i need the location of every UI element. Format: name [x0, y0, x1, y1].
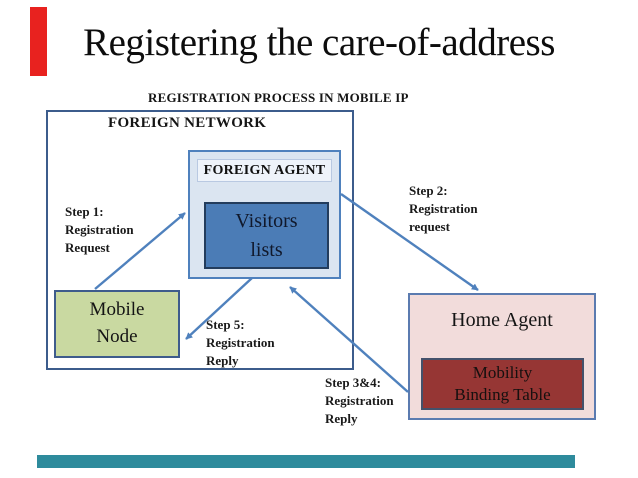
red-accent-bar — [30, 7, 47, 76]
visitors-lists-box: Visitors lists — [204, 202, 329, 269]
teal-footer-bar — [37, 455, 575, 468]
step2-label: Step 2: Registration request — [409, 183, 478, 234]
mobile-node-box: Mobile Node — [54, 290, 180, 358]
slide-title: Registering the care-of-address — [83, 21, 555, 64]
foreign-agent-label: FOREIGN AGENT — [197, 159, 332, 182]
mobility-binding-table-box: Mobility Binding Table — [421, 358, 584, 410]
step1-label: Step 1: Registration Request — [65, 204, 134, 255]
home-agent-box: Home Agent Mobility Binding Table — [408, 293, 596, 420]
diagram-caption: REGISTRATION PROCESS IN MOBILE IP — [148, 90, 409, 105]
step34-label: Step 3&4: Registration Reply — [325, 375, 394, 426]
foreign-network-label: FOREIGN NETWORK — [108, 115, 267, 131]
home-agent-label: Home Agent — [451, 309, 553, 331]
foreign-agent-box: FOREIGN AGENT Visitors lists — [188, 150, 341, 279]
step5-label: Step 5: Registration Reply — [206, 317, 275, 368]
